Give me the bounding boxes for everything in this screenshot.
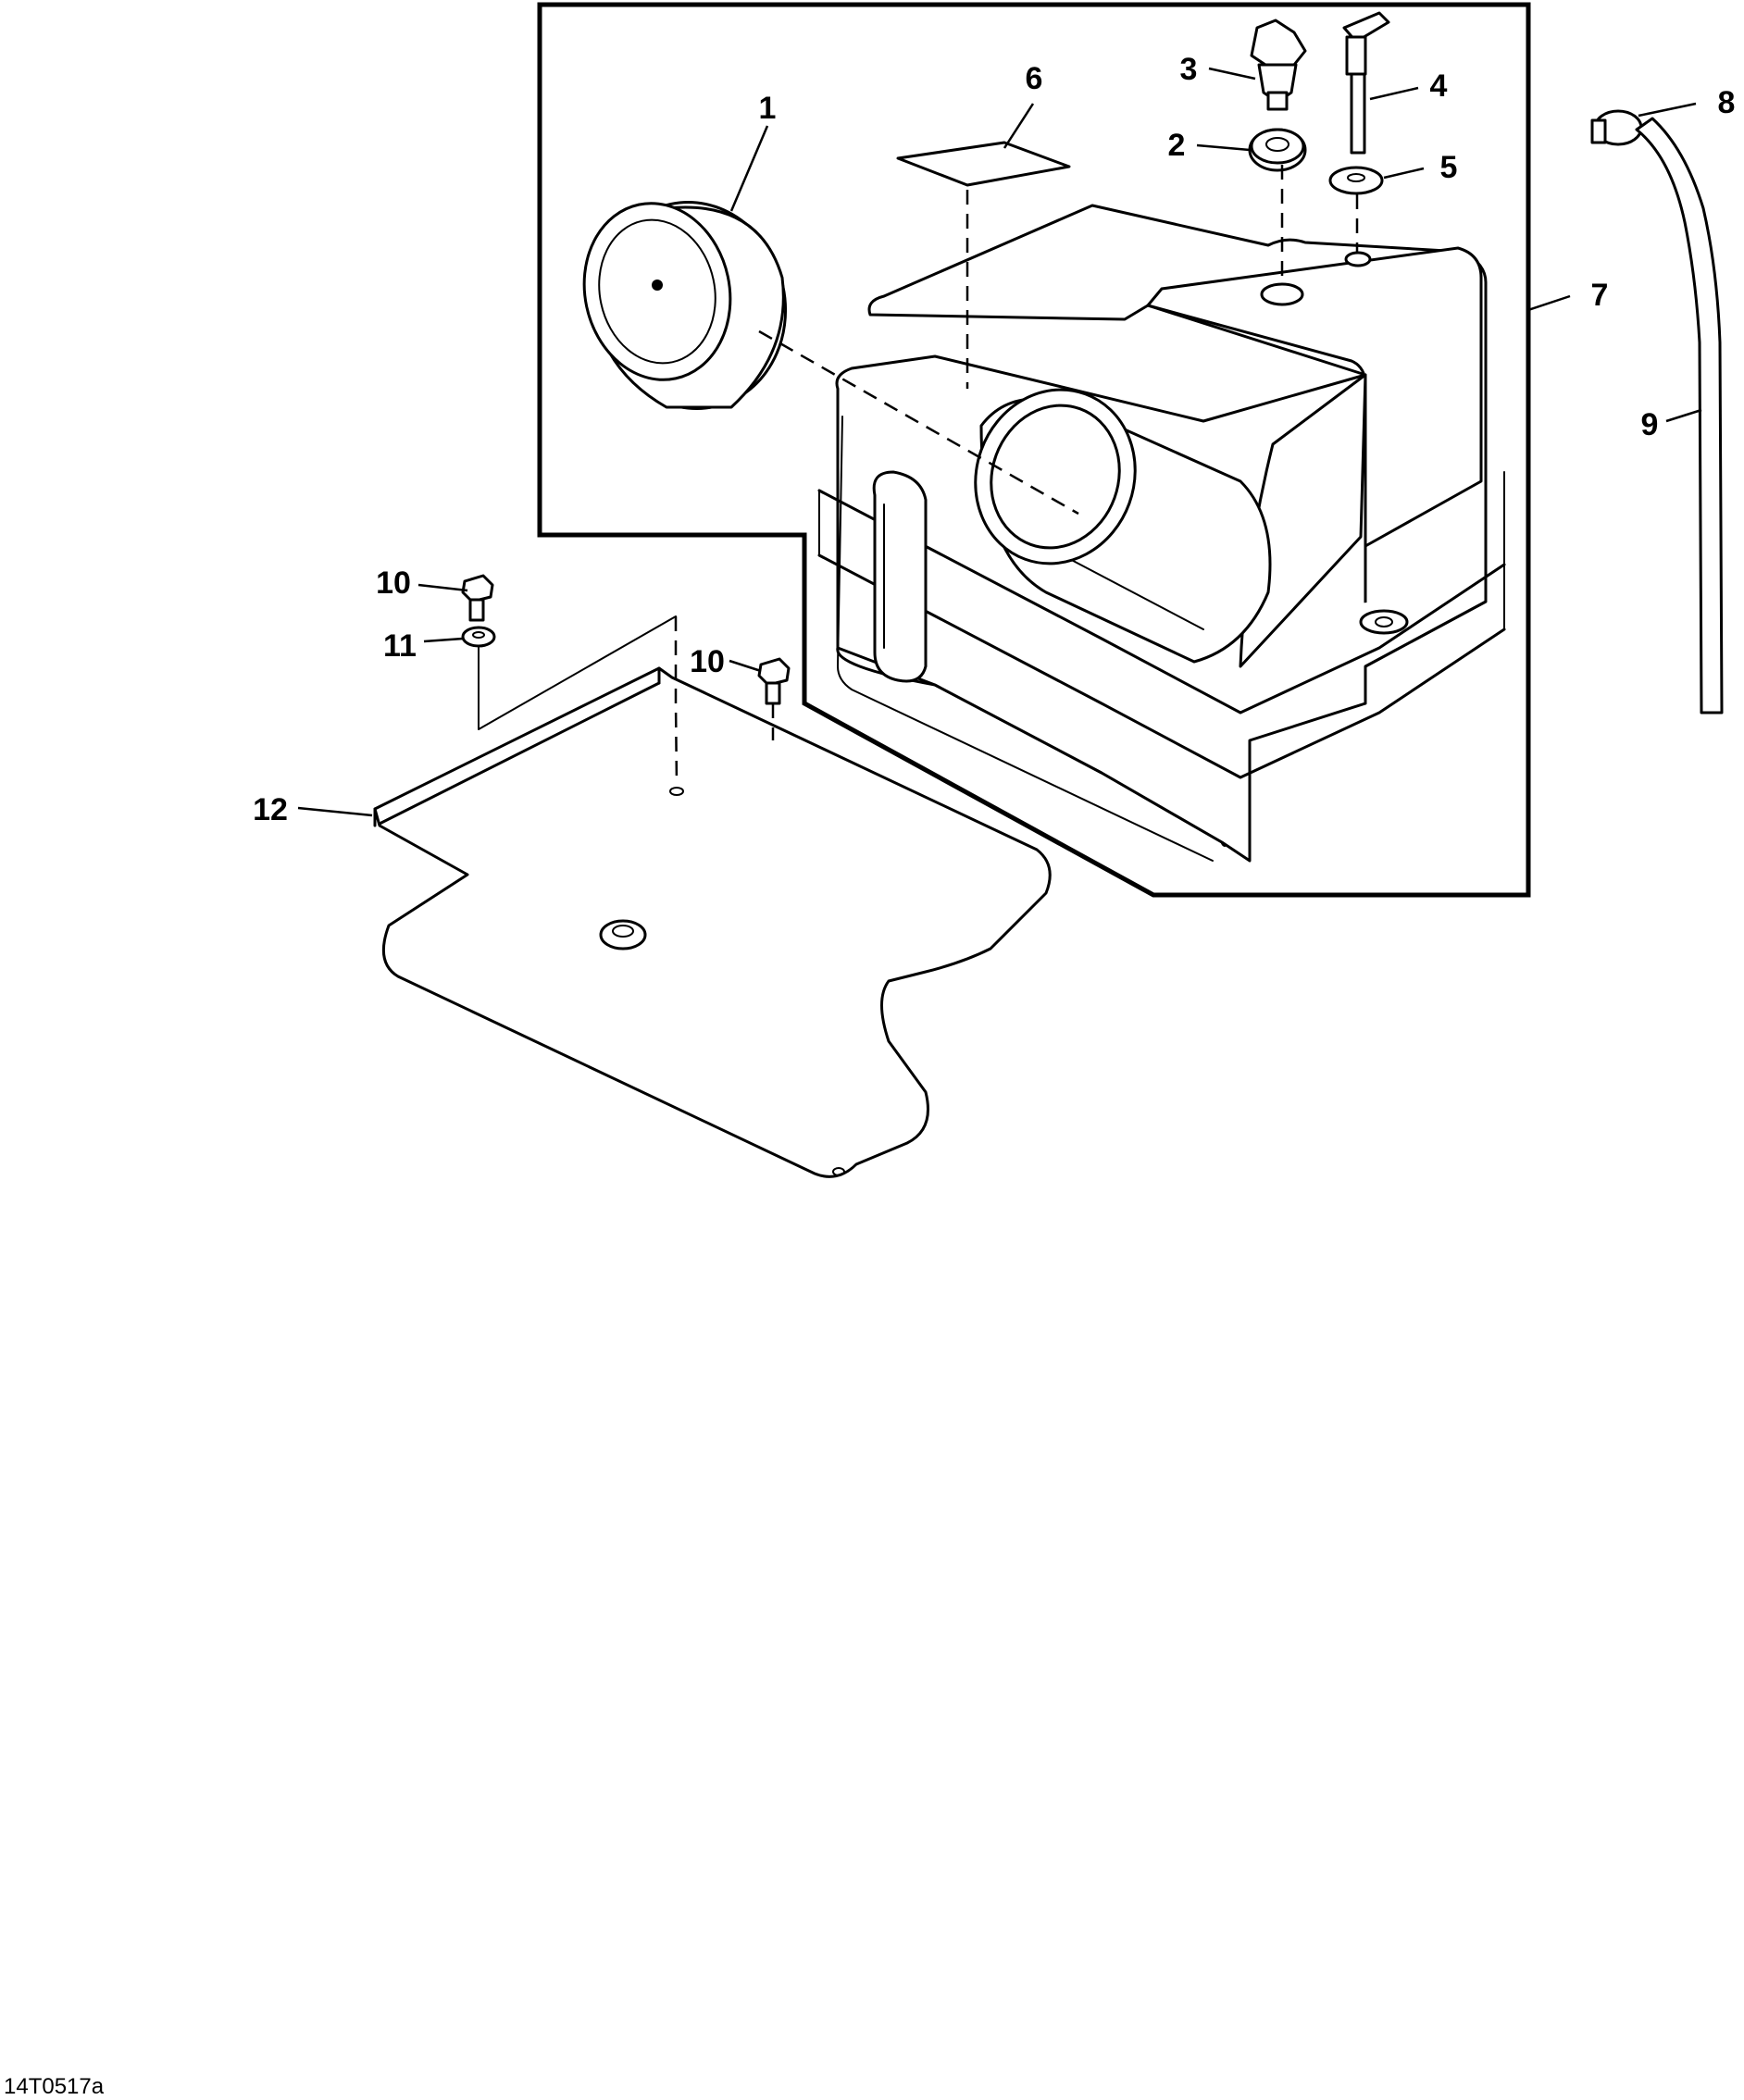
part-2-grommet <box>1248 128 1307 172</box>
callout-7: 7 <box>1591 278 1609 313</box>
leader-11 <box>423 637 464 643</box>
callout-11: 11 <box>383 628 417 664</box>
leader-9 <box>1665 408 1702 423</box>
part-10-bolt-left <box>461 574 494 622</box>
alignment-cap-to-neck <box>758 329 1079 516</box>
leader-7 <box>1527 294 1571 312</box>
part-4-elbow <box>1342 11 1390 155</box>
callout-2: 2 <box>1168 128 1186 163</box>
callout-8: 8 <box>1718 85 1736 120</box>
callout-3: 3 <box>1180 52 1198 87</box>
callout-4: 4 <box>1430 68 1448 104</box>
leader-10b <box>729 659 762 673</box>
callout-9: 9 <box>1641 407 1659 442</box>
leader-12 <box>297 806 373 817</box>
leader-3 <box>1208 67 1256 81</box>
figure-id: 14T0517a <box>4 2074 105 2099</box>
callout-10-left: 10 <box>376 565 411 601</box>
part-1-cap <box>582 200 788 411</box>
leader-1 <box>729 125 769 212</box>
callout-10-right: 10 <box>690 644 725 679</box>
alignment-left-bolt-dash <box>674 616 679 786</box>
leader-8 <box>1638 102 1697 118</box>
callout-6: 6 <box>1026 61 1043 96</box>
leader-6 <box>1003 103 1035 149</box>
part-3-fitting <box>1250 19 1307 111</box>
part-6-label <box>896 141 1071 187</box>
part-9-hose <box>1635 117 1724 714</box>
part-5-washer <box>1328 166 1384 195</box>
assembly-frame <box>537 2 1531 898</box>
callout-12: 12 <box>253 792 288 827</box>
leader-10a <box>417 583 468 592</box>
leader-5 <box>1383 167 1425 180</box>
part-7-tank <box>817 204 1506 863</box>
part-12-plate <box>373 666 1052 1178</box>
callout-5: 5 <box>1440 150 1458 185</box>
part-11-washer <box>461 626 496 648</box>
part-8-clamp <box>1590 109 1643 146</box>
alignment-left-bolt <box>478 615 677 730</box>
leader-4 <box>1369 86 1419 101</box>
leader-2 <box>1196 143 1251 152</box>
callout-1: 1 <box>759 91 777 126</box>
